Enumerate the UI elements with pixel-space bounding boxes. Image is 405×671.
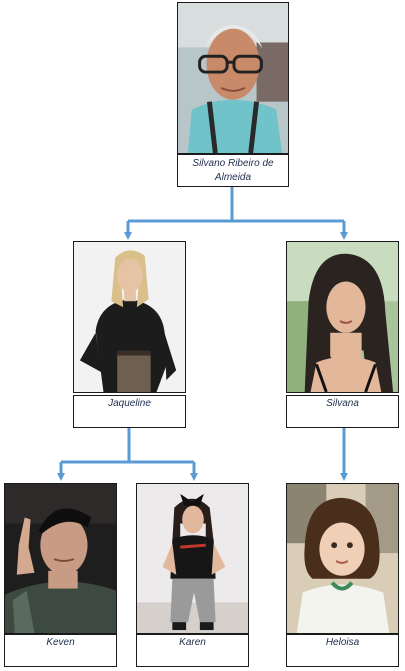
photo-keven bbox=[4, 483, 117, 634]
photo-heloisa bbox=[286, 483, 399, 634]
label-heloisa: Heloisa bbox=[286, 634, 399, 667]
photo-jaqueline bbox=[73, 241, 186, 393]
label-silvana: Silvana bbox=[286, 395, 399, 428]
photo-silvano bbox=[177, 2, 289, 154]
label-keven: Keven bbox=[4, 634, 117, 667]
label-karen: Karen bbox=[136, 634, 249, 667]
photo-karen bbox=[136, 483, 249, 634]
label-silvano: Silvano Ribeiro de Almeida bbox=[177, 154, 289, 187]
photo-silvana bbox=[286, 241, 399, 393]
label-jaqueline: Jaqueline bbox=[73, 395, 186, 428]
